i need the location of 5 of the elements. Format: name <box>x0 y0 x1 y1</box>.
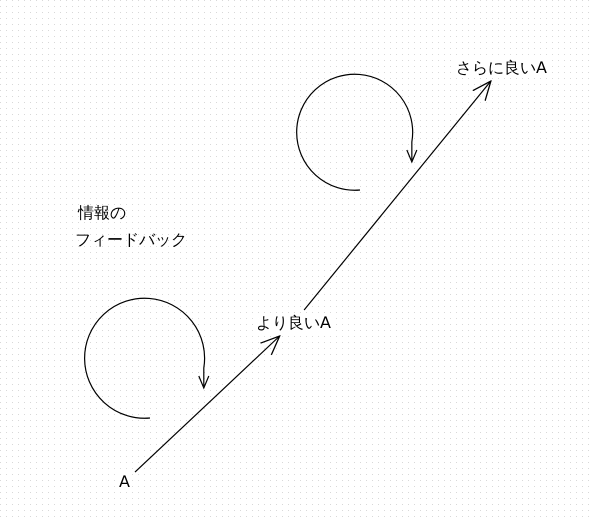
arrow <box>304 80 492 310</box>
arrow <box>134 335 280 473</box>
feedback-label: フィードバック <box>75 230 187 250</box>
feedback-label: 情報の <box>78 203 126 223</box>
node-label: さらに良いA <box>454 58 549 78</box>
